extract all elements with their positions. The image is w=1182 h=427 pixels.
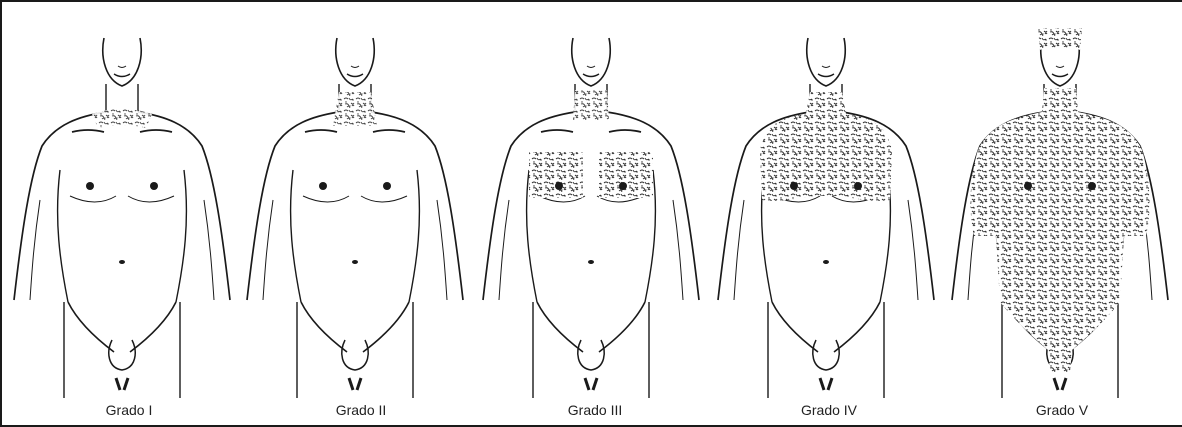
figure-grado-1 — [14, 38, 230, 398]
caption-grado-4: Grado IV — [713, 402, 945, 418]
figure-grado-3 — [483, 38, 699, 398]
caption-grado-3: Grado III — [479, 402, 711, 418]
hair-left-pectoral — [529, 152, 583, 198]
hair-body — [971, 88, 1150, 372]
hair-chest — [760, 92, 892, 201]
caption-grado-1: Grado I — [13, 402, 245, 418]
hair-neck — [573, 90, 609, 120]
figure-grado-4 — [718, 38, 934, 398]
hair-neck-base — [92, 109, 152, 128]
caption-grado-5: Grado V — [946, 402, 1178, 418]
hair-neck — [333, 92, 377, 126]
figure-grado-2 — [247, 38, 463, 398]
hair-right-pectoral — [599, 152, 653, 198]
figure-grado-5 — [952, 28, 1168, 398]
caption-grado-2: Grado II — [245, 402, 477, 418]
hair-head — [1038, 28, 1082, 50]
